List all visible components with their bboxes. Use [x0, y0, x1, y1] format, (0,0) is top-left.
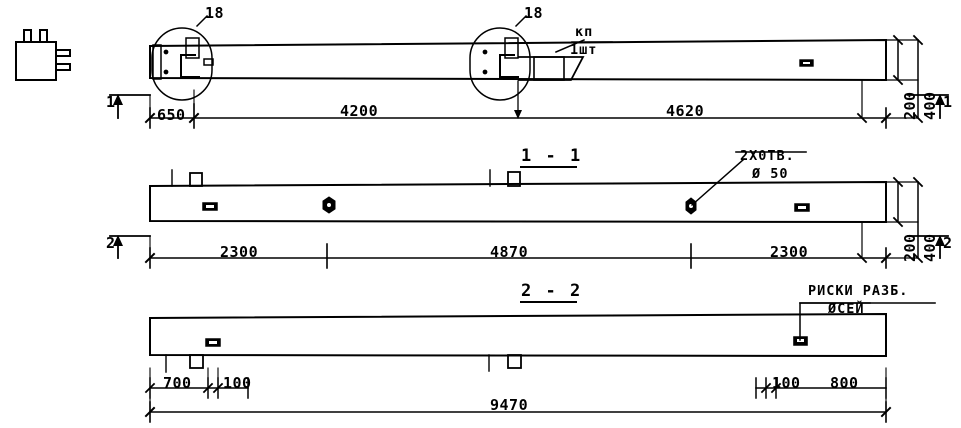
kp-note-line1: кп: [575, 24, 594, 40]
detail-circle-right: [469, 14, 531, 101]
view-bottom-overall-dim: [144, 387, 892, 423]
section-mark-label-2-left: 2: [106, 234, 116, 252]
holes-note-line1: 2Х0ТВ.: [740, 148, 795, 164]
detail-circle-left: [151, 14, 214, 101]
section-mark-2-right: [907, 235, 949, 259]
dim-4620: 4620: [666, 102, 705, 120]
section-label-1-1: 1 - 1: [521, 146, 583, 166]
holes-note-line2: Ø 50: [752, 166, 789, 182]
view-middle-vertical-dims: [856, 176, 924, 264]
dim-4200: 4200: [340, 102, 379, 120]
dim-200-mid: 200: [901, 233, 919, 262]
dim-400-top: 400: [921, 91, 939, 120]
view-middle-dimension-line: [144, 235, 892, 269]
section-mark-label-2-right: 2: [943, 234, 953, 252]
view-middle-lifting-loops: [171, 169, 521, 187]
dim-100-right: 100: [772, 374, 801, 392]
kp-corbel-detail: [518, 39, 613, 81]
view-middle-marks: [202, 196, 810, 215]
section-mark-label-1-left: 1: [106, 93, 116, 111]
dim-2300-left: 2300: [220, 243, 259, 261]
dim-700: 700: [163, 374, 192, 392]
dim-4870: 4870: [490, 243, 529, 261]
view-middle-beam-outline: [149, 180, 887, 224]
dim-100-left: 100: [223, 374, 252, 392]
dim-650: 650: [157, 106, 186, 124]
hole-note-leader: [690, 151, 807, 207]
view-bottom-marks: [205, 336, 808, 347]
view-bottom-beam-outline: [149, 312, 887, 358]
section-mark-2-left: [109, 235, 151, 259]
section-mark-1-left: [109, 94, 151, 119]
detail-label-18-left: 18: [205, 4, 225, 22]
kp-note-line2: 1шт: [570, 42, 598, 58]
dim-400-mid: 400: [921, 233, 939, 262]
dim-800: 800: [830, 374, 859, 392]
detail-label-18-right: 18: [524, 4, 544, 22]
dim-2300-right: 2300: [770, 243, 809, 261]
risks-note-line2: ØСЕЙ: [828, 301, 865, 317]
risks-note-leader: [799, 302, 936, 341]
view-bottom-lugs: [165, 354, 522, 373]
dim-200-top: 200: [901, 91, 919, 120]
section-mark-label-1-right: 1: [943, 93, 953, 111]
section-mark-1-right: [907, 94, 949, 119]
dim-9470-overall: 9470: [490, 396, 529, 414]
section-label-2-2: 2 - 2: [521, 281, 583, 301]
risks-note-line1: РИСКИ РАЗБ.: [808, 283, 909, 299]
beam-end-view-pictogram: [15, 29, 71, 81]
view-top-vertical-dims: [856, 34, 924, 124]
view-top-slot-mark: [799, 59, 814, 67]
